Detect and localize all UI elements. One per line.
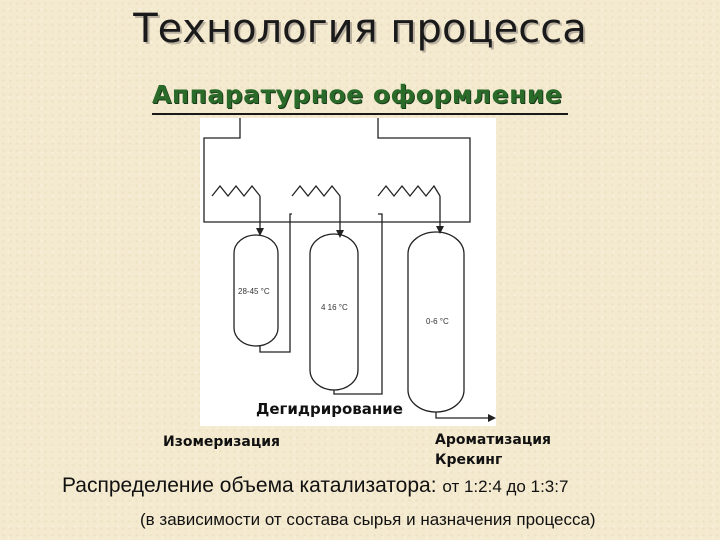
- reactor-3-temp: 0-6 °C: [426, 317, 449, 326]
- arrow-1: [256, 228, 264, 236]
- inlet-manifold-right: [377, 118, 471, 152]
- label-isomerization: Изомеризация: [163, 434, 280, 450]
- heater-coil-2: [291, 184, 341, 198]
- outlet-line: [435, 412, 490, 419]
- subtitle-underline: [152, 113, 568, 115]
- reactor-1-temp: 28-45 °C: [238, 287, 270, 296]
- distribution-text: Распределение объема катализатора:: [62, 474, 437, 497]
- transfer-line-2: [333, 213, 383, 395]
- label-dehydrogenation: Дегидрирование: [256, 400, 403, 418]
- reactor-1: [233, 234, 279, 347]
- label-aromatization: Ароматизация: [435, 432, 552, 448]
- inlet-manifold-left: [203, 118, 471, 223]
- heater-coil-3: [377, 184, 441, 198]
- process-diagram: 28-45 °C 4 16 °C 0-6 °C: [200, 118, 496, 426]
- reactor-2-temp: 4 16 °C: [321, 303, 348, 312]
- catalyst-distribution: Распределение объема катализатора: от 1:…: [62, 474, 568, 498]
- distribution-ratio: от 1:2:4 до 1:3:7: [442, 477, 569, 496]
- slide-title: Технология процесса: [133, 6, 587, 52]
- transfer-line-1: [259, 213, 292, 353]
- reactor-3: [407, 231, 465, 413]
- arrow-2: [336, 230, 344, 238]
- label-cracking: Крекинг: [435, 452, 503, 468]
- outlet-arrow: [488, 414, 496, 422]
- label-aromatization-cracking: Ароматизация Крекинг: [435, 430, 551, 470]
- heater-coil-1: [211, 184, 261, 198]
- distribution-note: (в зависимости от состава сырья и назнач…: [140, 510, 596, 529]
- reactor-2: [309, 233, 359, 391]
- reactor-scheme: 28-45 °C 4 16 °C 0-6 °C: [203, 118, 496, 422]
- slide-subtitle: Аппаратурное оформление: [152, 80, 563, 109]
- arrow-3: [436, 226, 444, 234]
